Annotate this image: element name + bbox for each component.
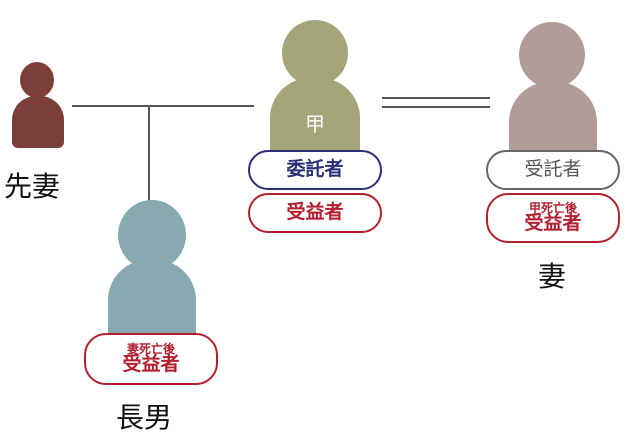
- marriage-line-current-bottom: [382, 106, 490, 108]
- settlor-role-badge: 委託者: [248, 150, 382, 190]
- child-line: [148, 105, 150, 207]
- principal-head: [282, 20, 348, 86]
- wife-beneficiary-label: 受益者: [524, 212, 582, 235]
- son-beneficiary-label: 受益者: [122, 353, 180, 376]
- former-wife-name: 先妻: [4, 170, 61, 203]
- principal-label: 甲: [305, 112, 325, 136]
- settlor-role-label: 委託者: [286, 158, 344, 181]
- eldest-son-head: [118, 200, 186, 270]
- former-wife-body: [12, 96, 64, 148]
- son-beneficiary-badge: 妻死亡後 受益者: [84, 333, 218, 385]
- eldest-son-name: 長男: [116, 401, 173, 434]
- former-wife-head: [20, 62, 54, 98]
- principal-beneficiary-badge: 受益者: [248, 193, 382, 233]
- wife-beneficiary-condition: 甲死亡後: [528, 200, 577, 215]
- marriage-line-current-top: [382, 97, 490, 99]
- wife-name: 妻: [538, 260, 567, 293]
- wife-beneficiary-badge: 甲死亡後 受益者: [486, 193, 620, 243]
- trustee-role-badge: 受託者: [486, 150, 620, 190]
- trustee-role-label: 受託者: [524, 158, 582, 181]
- wife-head: [519, 22, 585, 88]
- marriage-line-former: [72, 105, 254, 107]
- son-beneficiary-condition: 妻死亡後: [126, 341, 175, 356]
- principal-beneficiary-label: 受益者: [286, 201, 344, 224]
